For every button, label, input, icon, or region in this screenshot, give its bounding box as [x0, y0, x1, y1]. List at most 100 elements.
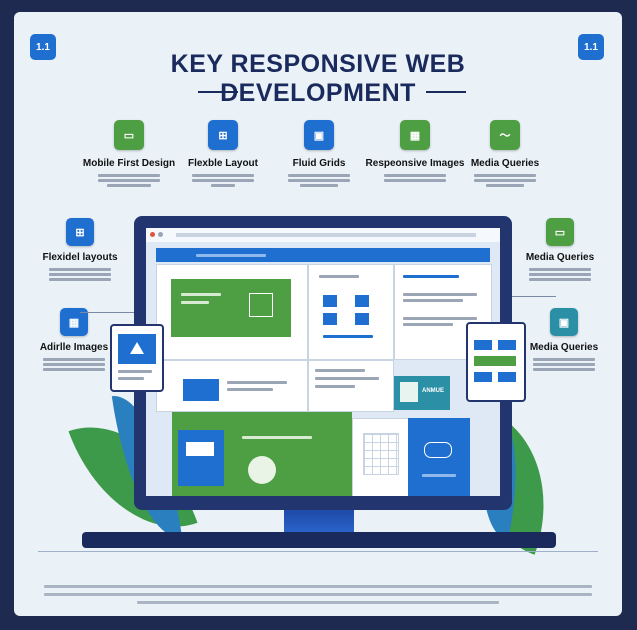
- green-hero-block: [172, 412, 352, 496]
- feature-label: Media Queries: [525, 252, 595, 263]
- feature-label: Media Queries: [529, 342, 599, 353]
- briefcase-icon: ▣: [304, 120, 334, 150]
- mail-icon: [183, 379, 219, 401]
- browser-toolbar: [146, 228, 500, 242]
- tablet-label: ANMUE: [422, 388, 444, 394]
- layout-icon: ▭: [546, 218, 574, 246]
- circle-icon: [248, 456, 276, 484]
- corner-badge-right: 1.1: [578, 34, 604, 60]
- chart-icon: [178, 430, 224, 486]
- monitor-stand-base: [82, 532, 556, 548]
- device-text: [118, 377, 144, 380]
- panel-text: [227, 381, 287, 384]
- infographic-frame: 1.1 1.1 KEY RESPONSIVE WEB DEVELOPMENT ▭…: [14, 12, 622, 616]
- feature-responsive-images: ▦ Respeonsive Images: [360, 120, 470, 184]
- image-icon: [249, 293, 273, 317]
- feature-description: [529, 268, 591, 281]
- phone-device-right: [466, 322, 526, 402]
- panel-text: [323, 335, 373, 338]
- block-text: [242, 436, 312, 439]
- feature-description: [43, 358, 105, 371]
- connector-line-left: [80, 312, 134, 313]
- device-text: [118, 370, 152, 373]
- feature-fluid-grids: ▣ Fluid Grids: [264, 120, 374, 189]
- title-rule-left: [198, 91, 238, 93]
- blue-block: [498, 340, 516, 350]
- grid-icon: ⊞: [66, 218, 94, 246]
- panel-text: [403, 317, 477, 320]
- block-text: [181, 293, 221, 296]
- browser-dot-icon: [158, 232, 163, 237]
- grid-icon: ⊞: [208, 120, 238, 150]
- block-text: [422, 474, 456, 477]
- chart-icon: 〜: [490, 120, 520, 150]
- blue-block: [498, 372, 516, 382]
- feature-label: Mobile First Design: [82, 158, 176, 169]
- feature-description: [474, 174, 536, 187]
- floor-line: [38, 551, 598, 552]
- content-panel: [394, 264, 492, 360]
- feature-mobile-first: ▭ Mobile First Design: [74, 120, 184, 189]
- feature-label: Media Queries: [470, 158, 540, 169]
- panel-text: [315, 385, 355, 388]
- title-line-1: KEY RESPONSIVE WEB: [170, 50, 466, 78]
- device-icon: ▣: [550, 308, 578, 336]
- side-feature-right-bottom: ▣ Media Queries: [514, 308, 614, 373]
- feature-label: Adirlle Images: [39, 342, 109, 353]
- block-text: [181, 301, 209, 304]
- blue-block: [323, 313, 337, 325]
- corner-badge-left: 1.1: [30, 34, 56, 60]
- feature-description: [49, 268, 111, 281]
- document-icon: [400, 382, 418, 402]
- panel-text: [403, 275, 459, 278]
- header-text: [196, 254, 266, 257]
- feature-description: [192, 174, 254, 187]
- feature-flexible-layout: ⊞ Flexble Layout: [168, 120, 278, 189]
- browser-dot-icon: [150, 232, 155, 237]
- address-bar: [176, 233, 476, 237]
- feature-media-queries: 〜 Media Queries: [450, 120, 560, 189]
- chart-bars: [186, 442, 214, 456]
- panel-text: [315, 369, 365, 372]
- content-panel: [308, 264, 394, 360]
- feature-description: [533, 358, 595, 371]
- feature-description: [288, 174, 350, 187]
- connector-line-right: [512, 296, 556, 297]
- side-feature-left-bottom: ▦ Adirlle Images: [24, 308, 124, 373]
- green-block: [474, 356, 516, 366]
- title-rule-right: [426, 91, 466, 93]
- side-feature-right-top: ▭ Media Queries: [510, 218, 610, 283]
- content-panel: [156, 360, 308, 412]
- glasses-icon: [424, 442, 452, 458]
- feature-label: Flexidel layouts: [42, 252, 118, 263]
- blue-block: [474, 372, 492, 382]
- image-icon: [118, 334, 156, 364]
- feature-description: [98, 174, 160, 187]
- footer-description: [44, 580, 592, 609]
- blue-block: [355, 313, 369, 325]
- mountain-glyph: [130, 342, 144, 354]
- feature-label: Flexble Layout: [187, 158, 258, 169]
- blue-block: [474, 340, 492, 350]
- title-line-2: DEVELOPMENT: [220, 79, 416, 107]
- panel-text: [227, 388, 273, 391]
- blue-block: [323, 295, 337, 307]
- green-block: [171, 279, 291, 337]
- feature-label: Fluid Grids: [292, 158, 346, 169]
- content-panel: [156, 264, 308, 360]
- image-icon: ▦: [400, 120, 430, 150]
- panel-text: [315, 377, 379, 380]
- side-feature-left-top: ⊞ Flexidel layouts: [30, 218, 130, 283]
- monitor: ANMUE: [134, 216, 512, 510]
- blue-block: [355, 295, 369, 307]
- blue-feature-block: [408, 418, 470, 496]
- tablet-device-left: [110, 324, 164, 392]
- layout-icon: ▭: [114, 120, 144, 150]
- tablet-preview: ANMUE: [394, 376, 450, 410]
- panel-text: [319, 275, 359, 278]
- panel-text: [403, 323, 453, 326]
- grid-sketch-panel: [352, 418, 410, 496]
- panel-text: [403, 299, 463, 302]
- feature-label: Respeonsive Images: [365, 158, 465, 169]
- content-panel: [308, 360, 394, 412]
